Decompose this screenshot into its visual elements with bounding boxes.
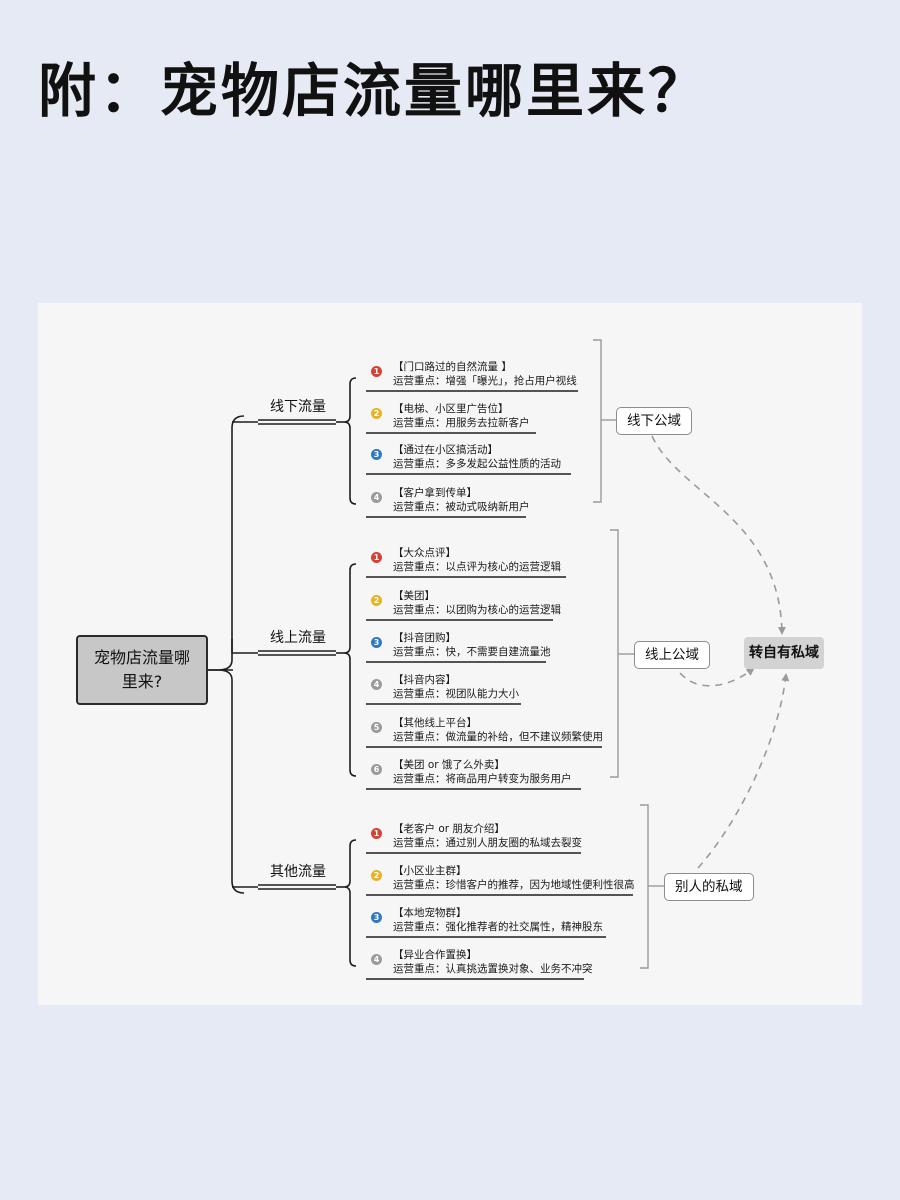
item-description: 运营重点：用服务去拉新客户 [393, 417, 530, 429]
item-description: 运营重点：被动式吸纳新用户 [393, 501, 530, 513]
item-title: 【大众点评】 [393, 547, 456, 559]
item-description: 运营重点：做流量的补给，但不建议频繁使用 [393, 731, 603, 743]
list-item: 2 【小区业主群】运营重点：珍惜客户的推荐，因为地域性便利性很高 [371, 864, 661, 902]
item-title: 【抖音内容】 [393, 674, 456, 686]
domain-node: 线上公域 [634, 641, 710, 669]
branch-label: 线下流量 [270, 399, 326, 415]
list-item: 5 【其他线上平台】运营重点：做流量的补给，但不建议频繁使用 [371, 716, 661, 754]
list-item: 3 【抖音团购】运营重点：快，不需要自建流量池 [371, 631, 661, 669]
number-badge-icon: 6 [371, 764, 382, 775]
number-badge-icon: 2 [371, 408, 382, 419]
item-description: 运营重点：以团购为核心的运营逻辑 [393, 604, 561, 616]
page-title: 附：宠物店流量哪里来？ [38, 57, 710, 125]
list-item: 1 【门口路过的自然流量 】运营重点：增强「曝光」，抢占用户视线 [371, 360, 661, 398]
root-label: 宠物店流量哪里来? [94, 648, 191, 691]
list-item: 4 【抖音内容】运营重点：视团队能力大小 [371, 673, 661, 711]
item-title: 【美团 or 饿了么外卖】 [393, 759, 505, 771]
item-title: 【其他线上平台】 [393, 717, 477, 729]
item-description: 运营重点：快，不需要自建流量池 [393, 646, 551, 658]
item-title: 【小区业主群】 [393, 865, 467, 877]
number-badge-icon: 1 [371, 828, 382, 839]
number-badge-icon: 1 [371, 552, 382, 563]
item-title: 【美团】 [393, 590, 435, 602]
item-title: 【老客户 or 朋友介绍】 [393, 823, 505, 835]
item-title: 【异业合作置换】 [393, 949, 477, 961]
branch-label: 线上流量 [270, 630, 326, 646]
list-item: 4 【客户拿到传单】运营重点：被动式吸纳新用户 [371, 486, 661, 524]
item-title: 【客户拿到传单】 [393, 487, 477, 499]
item-description: 运营重点：将商品用户转变为服务用户 [393, 773, 572, 785]
root-node: 宠物店流量哪里来? [76, 635, 208, 705]
number-badge-icon: 2 [371, 870, 382, 881]
number-badge-icon: 4 [371, 679, 382, 690]
item-description: 运营重点：通过别人朋友圈的私域去裂变 [393, 837, 582, 849]
mindmap-card: 宠物店流量哪里来? 线下流量 1 【门口路过的自然流量 】运营重点：增强「曝光」，抢… [38, 303, 862, 1005]
item-description: 运营重点：增强「曝光」，抢占用户视线 [393, 375, 577, 387]
list-item: 6 【美团 or 饿了么外卖】运营重点：将商品用户转变为服务用户 [371, 758, 661, 796]
number-badge-icon: 3 [371, 449, 382, 460]
number-badge-icon: 3 [371, 637, 382, 648]
list-item: 4 【异业合作置换】运营重点：认真挑选置换对象、业务不冲突 [371, 948, 661, 986]
item-title: 【通过在小区搞活动】 [393, 444, 498, 456]
target-node: 转自有私域 [744, 637, 824, 669]
number-badge-icon: 2 [371, 595, 382, 606]
number-badge-icon: 4 [371, 954, 382, 965]
list-item: 2 【美团】运营重点：以团购为核心的运营逻辑 [371, 589, 661, 627]
item-title: 【门口路过的自然流量 】 [393, 361, 512, 373]
item-title: 【本地宠物群】 [393, 907, 467, 919]
list-item: 1 【老客户 or 朋友介绍】运营重点：通过别人朋友圈的私域去裂变 [371, 822, 661, 860]
mindmap-connectors [208, 339, 790, 980]
list-item: 3 【本地宠物群】运营重点：强化推荐者的社交属性，精神股东 [371, 906, 661, 944]
list-item: 2 【电梯、小区里广告位】运营重点：用服务去拉新客户 [371, 402, 661, 440]
domain-node: 别人的私域 [664, 873, 754, 901]
number-badge-icon: 5 [371, 722, 382, 733]
item-description: 运营重点：认真挑选置换对象、业务不冲突 [393, 963, 593, 975]
item-description: 运营重点：强化推荐者的社交属性，精神股东 [393, 921, 603, 933]
item-description: 运营重点：视团队能力大小 [393, 688, 519, 700]
item-description: 运营重点：珍惜客户的推荐，因为地域性便利性很高 [393, 879, 635, 891]
item-title: 【抖音团购】 [393, 632, 456, 644]
list-item: 1 【大众点评】运营重点：以点评为核心的运营逻辑 [371, 546, 661, 584]
number-badge-icon: 1 [371, 366, 382, 377]
item-description: 运营重点：以点评为核心的运营逻辑 [393, 561, 561, 573]
item-description: 运营重点：多多发起公益性质的活动 [393, 458, 561, 470]
number-badge-icon: 4 [371, 492, 382, 503]
number-badge-icon: 3 [371, 912, 382, 923]
branch-label: 其他流量 [270, 864, 326, 880]
item-title: 【电梯、小区里广告位】 [393, 403, 509, 415]
domain-node: 线下公域 [616, 407, 692, 435]
list-item: 3 【通过在小区搞活动】运营重点：多多发起公益性质的活动 [371, 443, 661, 481]
